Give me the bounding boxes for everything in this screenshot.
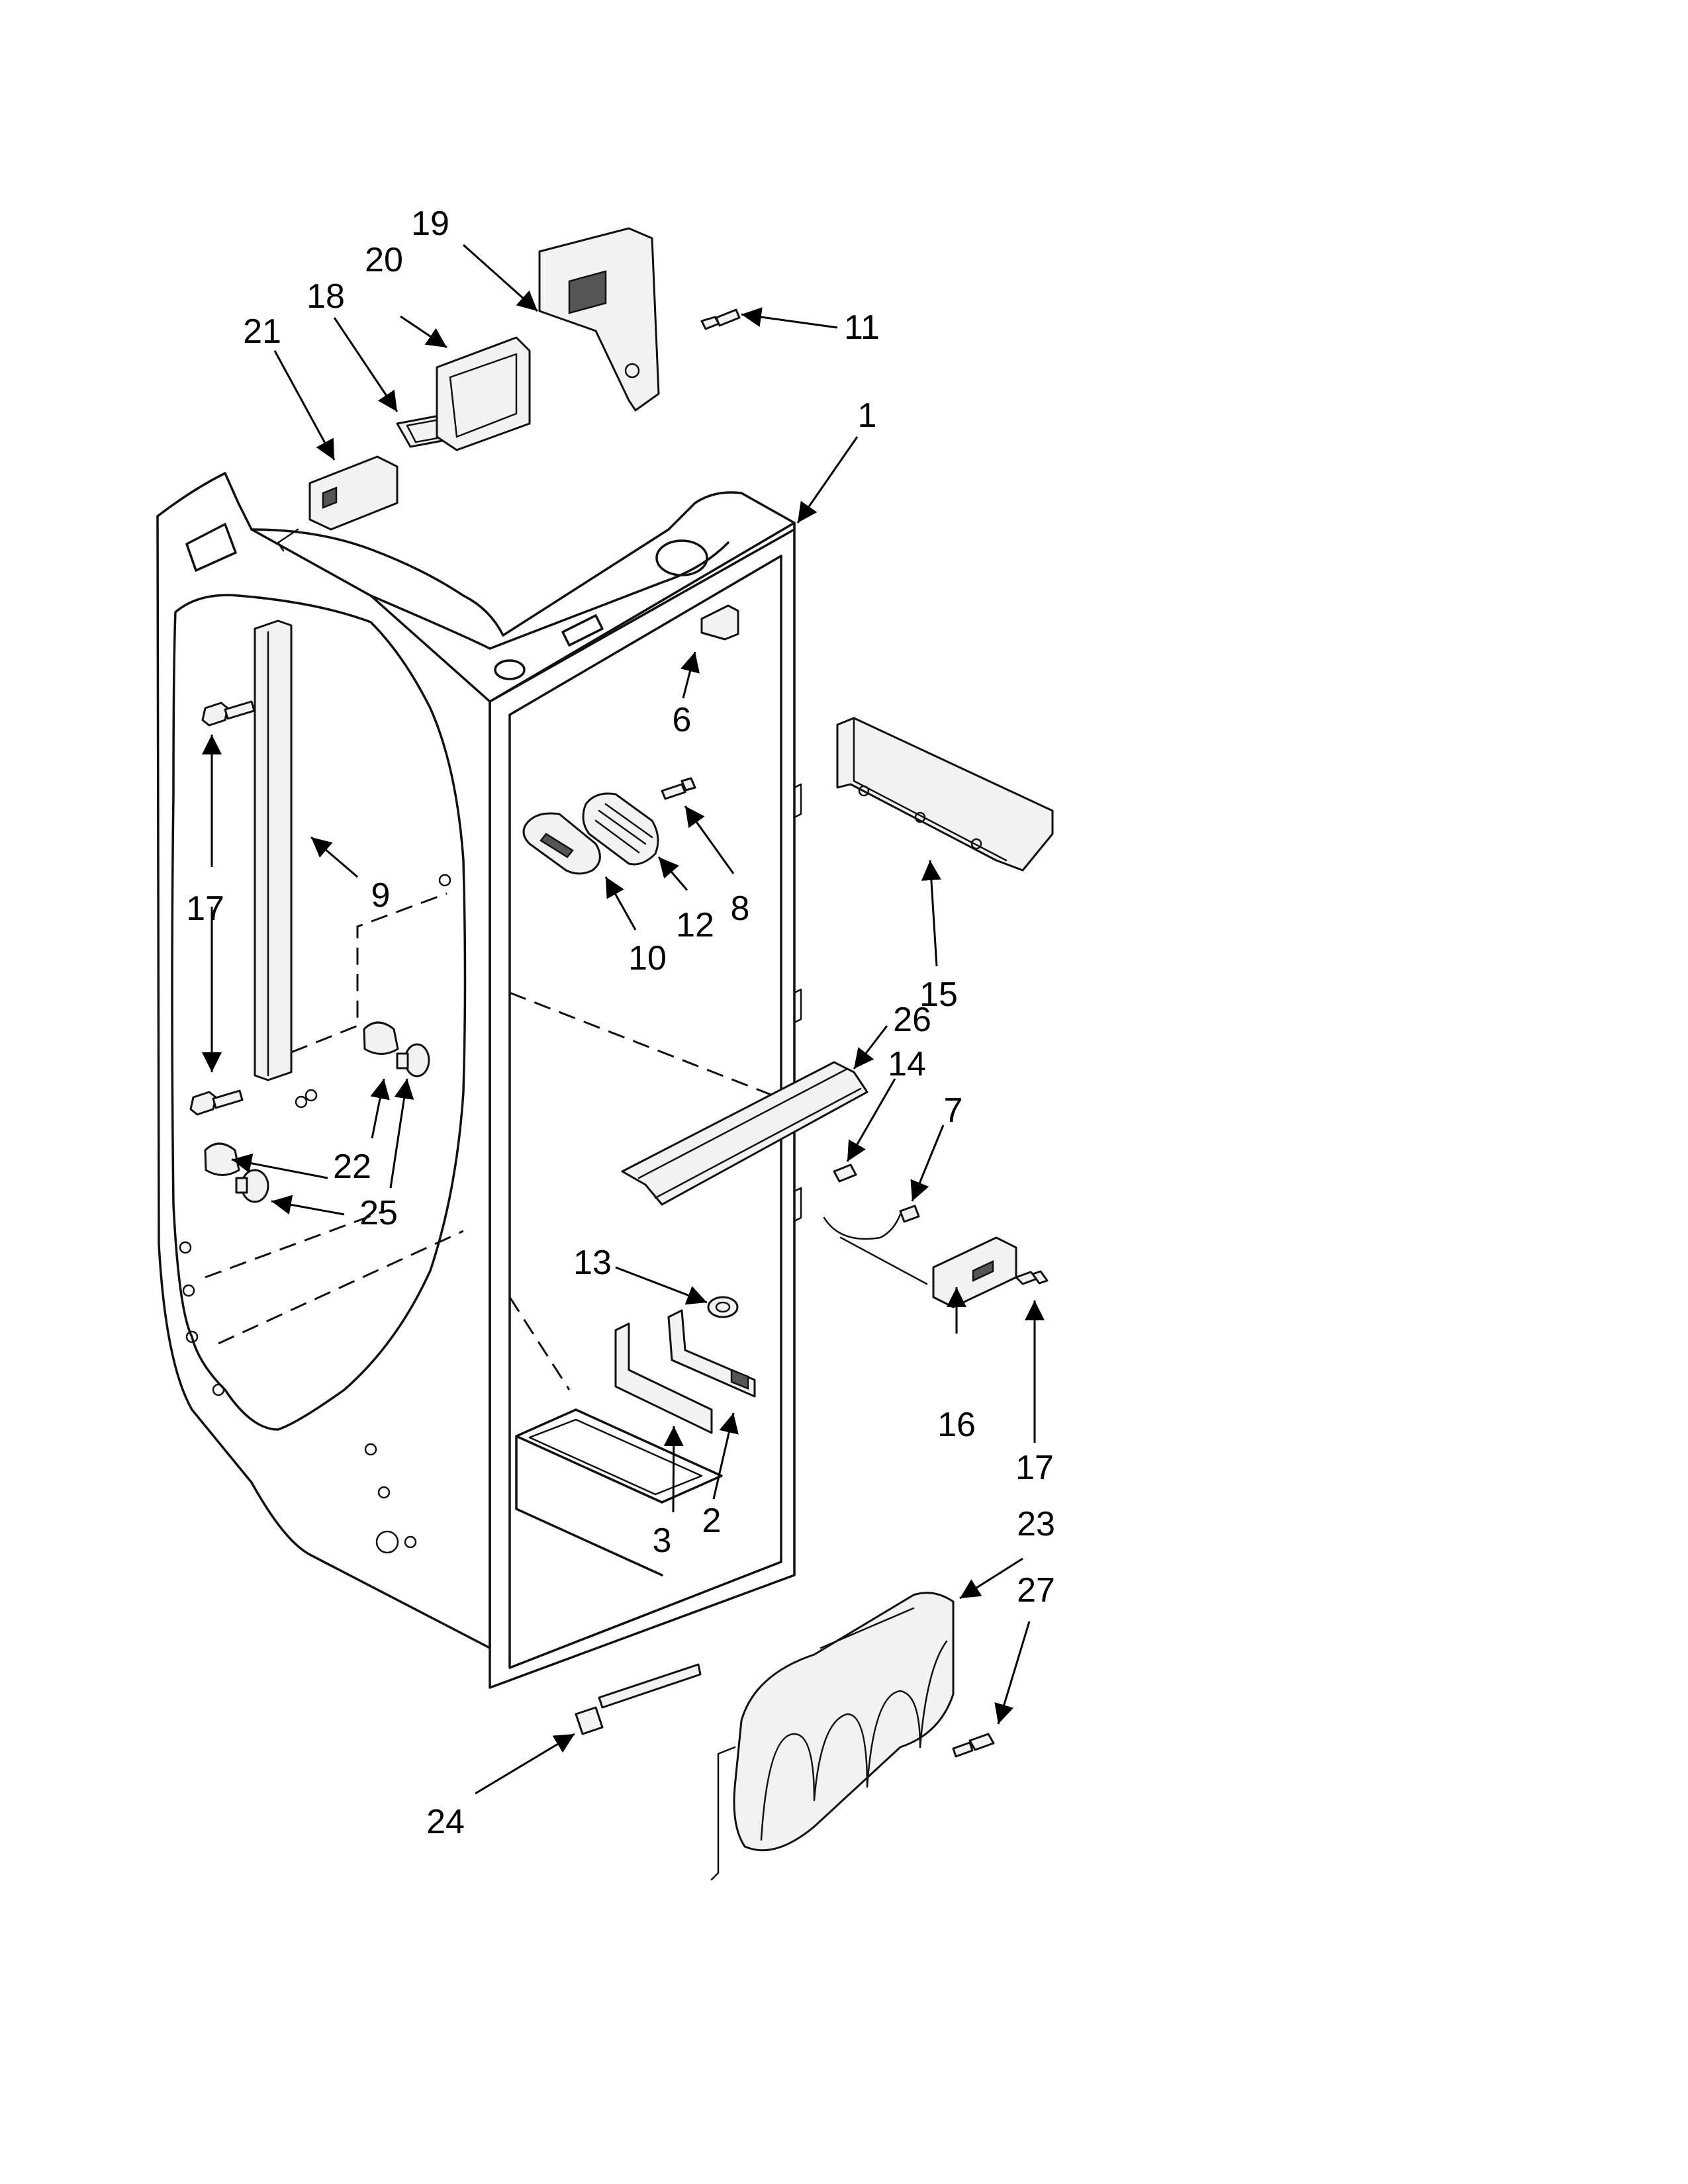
callout-17-right: 17 bbox=[1015, 1449, 1054, 1487]
callout-1: 1 bbox=[858, 396, 877, 435]
control-housing-19 bbox=[538, 227, 660, 412]
damper-control-21 bbox=[277, 455, 399, 552]
grille-12 bbox=[582, 792, 659, 866]
callout-22: 22 bbox=[333, 1148, 371, 1186]
callout-16: 16 bbox=[937, 1406, 976, 1444]
duct-housing-20 bbox=[436, 336, 531, 451]
callout-7: 7 bbox=[944, 1091, 963, 1130]
lamp-bulb-25-left bbox=[235, 1169, 269, 1203]
screw-17-lower bbox=[189, 1089, 244, 1116]
clip-6 bbox=[700, 604, 739, 641]
callout-6: 6 bbox=[673, 701, 692, 739]
callout-20: 20 bbox=[365, 241, 403, 279]
bezel-10 bbox=[522, 812, 601, 875]
cabinet-liner bbox=[156, 472, 802, 1689]
callout-9: 9 bbox=[371, 876, 391, 915]
callout-14: 14 bbox=[888, 1045, 926, 1083]
callout-23: 23 bbox=[1017, 1505, 1055, 1543]
cable-tie-24 bbox=[575, 1663, 702, 1735]
lamp-socket-22-right bbox=[363, 1021, 399, 1055]
leader-lines bbox=[202, 244, 1045, 1795]
callout-27: 27 bbox=[1017, 1571, 1055, 1610]
screw-17-right bbox=[1015, 1270, 1049, 1285]
screw-8 bbox=[661, 777, 696, 800]
callout-24: 24 bbox=[426, 1803, 465, 1841]
callout-8: 8 bbox=[731, 889, 750, 928]
grommet-13 bbox=[707, 1296, 739, 1318]
callout-13: 13 bbox=[573, 1244, 612, 1282]
callout-2: 2 bbox=[702, 1502, 722, 1540]
callout-26: 26 bbox=[893, 1001, 931, 1039]
light-switch-16 bbox=[839, 1236, 1017, 1308]
callout-15: 15 bbox=[919, 976, 958, 1014]
cover-15 bbox=[836, 717, 1054, 872]
screw-17-upper bbox=[201, 700, 256, 727]
bracket-2 bbox=[667, 1309, 756, 1398]
callout-3: 3 bbox=[653, 1522, 672, 1560]
shelf-ladder-bracket bbox=[254, 619, 447, 1081]
harness-7 bbox=[823, 1205, 920, 1240]
screw-27 bbox=[952, 1733, 995, 1758]
callout-19: 19 bbox=[411, 205, 449, 243]
shelf-26 bbox=[621, 1061, 868, 1206]
lamp-bulb-25-right bbox=[396, 1043, 430, 1077]
callout-21: 21 bbox=[243, 312, 281, 351]
callout-11: 11 bbox=[844, 308, 880, 347]
callout-labels: 19 20 18 21 11 1 6 8 12 10 9 17 15 26 14… bbox=[186, 205, 1055, 1841]
clip-14 bbox=[833, 1163, 857, 1183]
callout-17-left: 17 bbox=[186, 889, 224, 928]
heater-23 bbox=[710, 1592, 955, 1881]
callout-25: 25 bbox=[359, 1194, 398, 1232]
callout-18: 18 bbox=[306, 277, 345, 316]
callout-10: 10 bbox=[628, 939, 667, 978]
callout-12: 12 bbox=[676, 906, 714, 944]
bracket-3 bbox=[614, 1322, 713, 1434]
screw-11 bbox=[700, 308, 741, 330]
